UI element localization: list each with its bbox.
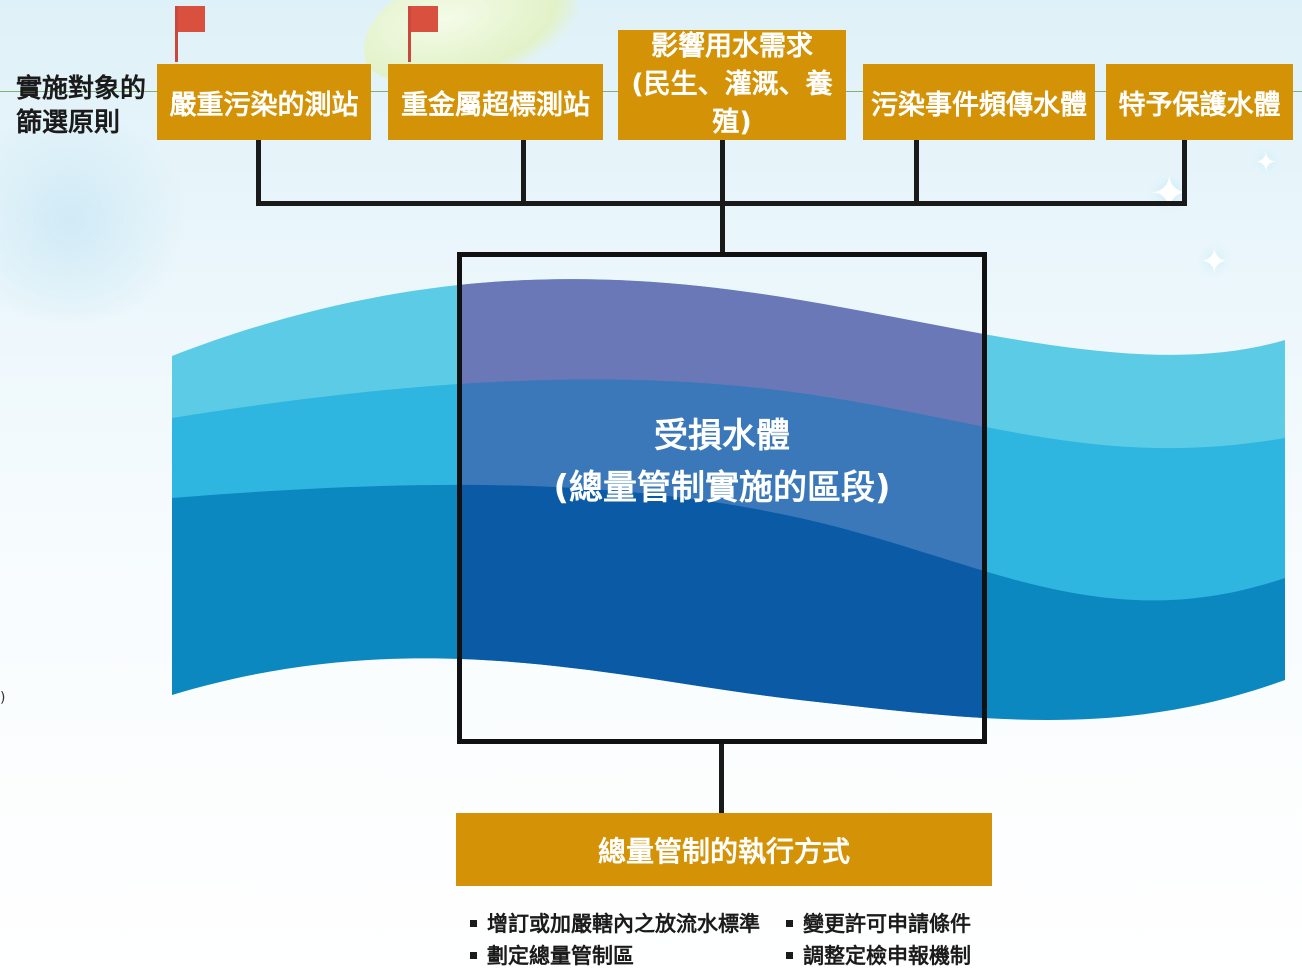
impaired-water-label: 受損水體 (總量管制實施的區段) (457, 410, 987, 514)
criteria-box-label: 特予保護水體 (1118, 89, 1281, 121)
bullet-icon (470, 951, 477, 959)
impaired-water-line2: (總量管制實施的區段) (553, 468, 891, 508)
bullet-icon (470, 919, 477, 927)
methods-list-right: 變更許可申請條件 調整定檢申報機制 (786, 908, 971, 972)
criteria-box-frequent-incidents: 污染事件頻傳水體 (863, 64, 1095, 140)
sparkle-icon: ✦ (1255, 148, 1277, 178)
bullet-icon (786, 951, 793, 959)
overlay-deep-band (460, 484, 984, 718)
method-text: 調整定檢申報機制 (803, 944, 971, 968)
methods-list-left: 增訂或加嚴轄內之放流水標準 劃定總量管制區 (470, 908, 760, 972)
connector-line (914, 140, 919, 204)
flag-cloth (411, 6, 438, 32)
connector-line (1182, 140, 1187, 204)
connector-bus (256, 201, 1187, 206)
criteria-title: 實施對象的 篩選原則 (16, 72, 146, 140)
edge-glyph: ) (0, 690, 6, 706)
impaired-water-line1: 受損水體 (654, 416, 790, 456)
method-item: 增訂或加嚴轄內之放流水標準 (470, 908, 760, 940)
flag-icon (408, 6, 438, 62)
connector-line (720, 140, 725, 254)
flag-pole (175, 6, 178, 62)
overlay-top-band (460, 279, 984, 429)
flag-pole (408, 6, 411, 62)
criteria-box-heavy-metals: 重金屬超標測站 (388, 64, 603, 140)
flag-cloth (178, 6, 205, 32)
criteria-box-label: 重金屬超標測站 (401, 89, 590, 121)
method-text: 變更許可申請條件 (803, 912, 971, 936)
connector-line (521, 140, 526, 204)
criteria-box-water-demand: 影響用水需求 (民生、灌溉、養殖) (618, 30, 846, 140)
criteria-box-label: 嚴重污染的測站 (169, 89, 359, 121)
criteria-box-protected-water: 特予保護水體 (1106, 64, 1293, 140)
flag-icon (175, 6, 205, 62)
execution-title: 總量管制的執行方式 (597, 834, 850, 868)
background-glow (0, 120, 200, 320)
method-item: 調整定檢申報機制 (786, 940, 971, 972)
sparkle-icon: ✦ (1200, 242, 1229, 282)
criteria-title-text: 實施對象的 篩選原則 (16, 74, 147, 138)
criteria-box-severe-pollution: 嚴重污染的測站 (157, 64, 371, 140)
method-text: 增訂或加嚴轄內之放流水標準 (487, 912, 760, 936)
criteria-box-label: 污染事件頻傳水體 (871, 89, 1087, 121)
method-item: 變更許可申請條件 (786, 908, 971, 940)
impaired-water-frame (457, 252, 987, 744)
method-text: 劃定總量管制區 (487, 944, 634, 968)
execution-methods-box: 總量管制的執行方式 (456, 813, 992, 886)
criteria-box-label-line2: (民生、灌溉、養殖) (631, 69, 833, 138)
bullet-icon (786, 919, 793, 927)
method-item: 劃定總量管制區 (470, 940, 760, 972)
overlay-mid-band (460, 379, 984, 573)
connector-line (719, 744, 724, 814)
criteria-box-label-line1: 影響用水需求 (651, 31, 813, 62)
connector-line (256, 140, 261, 204)
